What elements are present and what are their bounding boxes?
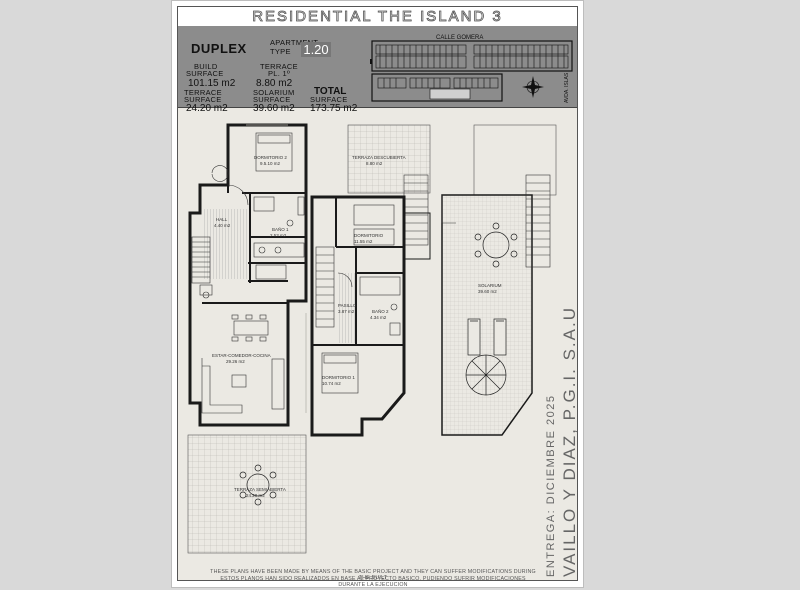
terrace-pl-value: 8.80 m2 (256, 78, 293, 89)
room-estar: ESTAR-COMEDOR-COCINA (212, 353, 271, 358)
room-pasillo: PASILLO (338, 303, 357, 308)
street-right-label: AVDA. ISLAS (564, 72, 570, 103)
room-estar-area: 29.26 m2 (226, 359, 245, 364)
site-plan: CALLE GOMERA (370, 31, 575, 103)
terrace-pl-label-2: PL. 1º (268, 69, 291, 78)
first-floor-plan: TERRAZA DESCUBIERTA 8.80 m2 DORMITORIO 1… (310, 124, 431, 437)
build-value: 101.15 m2 (188, 78, 236, 89)
terrace-label: TERRACE (184, 88, 222, 97)
footer-note-en: THESE PLANS HAVE BEEN MADE BY MEANS OF T… (210, 569, 536, 581)
solarium-value: 39.60 m2 (253, 103, 295, 114)
room-bano-2: BAÑO 2 (372, 308, 389, 314)
room-terraza-semi-area: 24.20 m2 (246, 493, 265, 498)
solarium-label: SOLARIUM (253, 88, 295, 97)
room-hall: HALL (216, 217, 228, 222)
solarium-table-icon (474, 222, 518, 268)
total-label-2: SURFACE (310, 95, 348, 104)
room-solarium: SOLARIUM (478, 283, 502, 288)
footer-note-es: ESTOS PLANOS HAN SIDO REALIZADOS EN BASE… (220, 576, 526, 588)
solarium-plan: SOLARIUM 39.60 m2 (441, 124, 557, 436)
room-terraza-semi: TERRAZA SEMIABIERTA (234, 487, 286, 492)
plan-frame: RESIDENTIAL THE ISLAND 3 DUPLEX APARTMEN… (177, 6, 579, 588)
room-solarium-area: 39.60 m2 (478, 289, 497, 294)
room-bano-2-area: 4.34 m2 (370, 315, 387, 320)
room-dorm-upper: DORMITORIO (354, 233, 384, 238)
terrace-table-icon (239, 464, 277, 506)
ground-floor-plan: DORMITORIO 2 9.5.10 m2 HALL 4.40 m2 BAÑO… (187, 123, 308, 554)
solarium-label-2: SURFACE (253, 95, 291, 104)
room-hall-area: 4.40 m2 (214, 223, 231, 228)
room-bano-1: BAÑO 1 (272, 226, 289, 232)
terrace-pl-label: TERRACE (260, 62, 298, 71)
room-dorm-upper-area: 11.55 m2 (354, 239, 373, 244)
room-pasillo-area: 3.87 m2 (338, 309, 355, 314)
total-label: TOTAL (314, 86, 347, 97)
type-name: DUPLEX (191, 41, 247, 56)
floor-plans: DORMITORIO 2 9.5.10 m2 HALL 4.40 m2 BAÑO… (187, 123, 557, 554)
room-terraza-desc-area: 8.80 m2 (366, 161, 383, 166)
sun-lounger-icon (467, 318, 507, 356)
room-dormitorio-2-area: 9.5.10 m2 (260, 161, 281, 166)
compass-icon (522, 76, 544, 98)
terrace-label-2: SURFACE (184, 95, 222, 104)
project-title: RESIDENTIAL THE ISLAND 3 (252, 8, 503, 26)
developer-text: VAILLO Y DIAZ, P.G.I. S.A.U (560, 306, 579, 577)
room-bano-1-area: 2.53 m2 (270, 233, 287, 238)
parasol-icon (465, 354, 507, 396)
room-dorm-1: DORMITORIO 1 (322, 375, 355, 380)
room-terraza-desc: TERRAZA DESCUBIERTA (352, 155, 406, 160)
apartment-label: APARTMENT (270, 38, 319, 47)
street-top-label: CALLE GOMERA (436, 35, 483, 41)
type-label: TYPE (270, 47, 291, 56)
build-label: BUILD (194, 62, 218, 71)
plan-sheet: RESIDENTIAL THE ISLAND 3 DUPLEX APARTMEN… (171, 0, 584, 588)
total-value: 173.75 m2 (310, 103, 358, 114)
delivery-text: ENTREGA: DICIEMBRE 2025 (545, 394, 557, 577)
apartment-number: 1.20 (301, 42, 331, 57)
title-band: RESIDENTIAL THE ISLAND 3 (178, 7, 577, 27)
room-dormitorio-2: DORMITORIO 2 (254, 155, 287, 160)
build-label-2: SURFACE (186, 69, 224, 78)
info-header: DUPLEX APARTMENT TYPE 1.20 BUILD SURFACE… (178, 26, 577, 114)
terrace-value: 24.20 m2 (186, 103, 228, 114)
room-dorm-1-area: 10.74 m2 (322, 381, 341, 386)
